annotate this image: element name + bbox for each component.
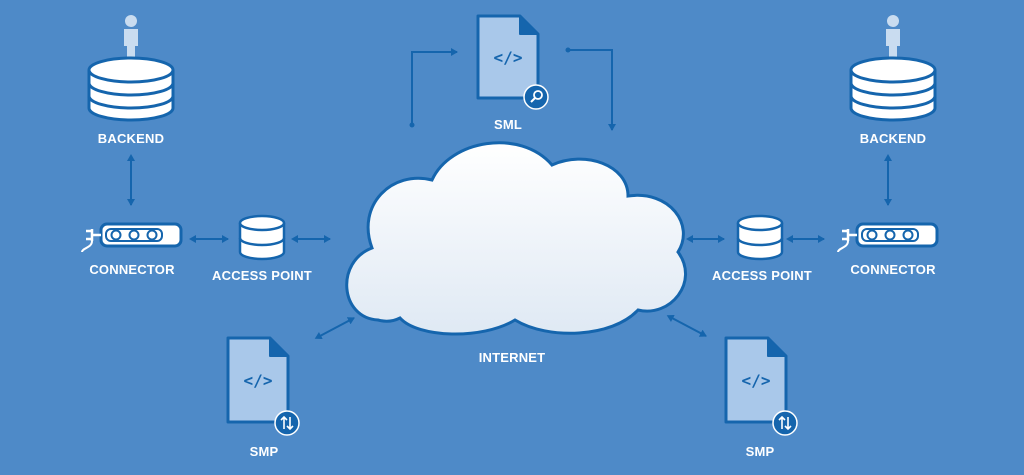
connector-right-icon [837, 222, 939, 253]
arrow-cloud-smp-right [666, 314, 707, 337]
backend-right-database-icon [849, 15, 937, 122]
backend-left-database-icon [87, 15, 175, 122]
access-point-right-database-icon [736, 214, 784, 261]
backend-left-label: BACKEND [97, 131, 165, 146]
connector-right-label: CONNECTOR [850, 262, 936, 277]
connector-left-icon [81, 222, 183, 253]
arrow-cloud-smp-left [314, 317, 355, 340]
internet-cloud-icon [345, 141, 687, 336]
svg-text:</>: </> [494, 48, 523, 67]
svg-text:</>: </> [742, 371, 771, 390]
connector-left-label: CONNECTOR [89, 262, 175, 277]
access-point-left-label: ACCESS POINT [212, 268, 312, 283]
smp-left-document-icon: </> [226, 336, 300, 436]
arrow-sml-to-cloud [568, 49, 616, 131]
svg-text:</>: </> [244, 371, 273, 390]
smp-right-label: SMP [745, 444, 775, 459]
access-point-right-label: ACCESS POINT [712, 268, 812, 283]
connection-arrows [127, 47, 892, 340]
internet-label: INTERNET [478, 350, 546, 365]
backend-right-label: BACKEND [859, 131, 927, 146]
smp-left-label: SMP [249, 444, 279, 459]
access-point-left-database-icon [238, 214, 286, 261]
smp-right-document-icon: </> [724, 336, 798, 436]
arrow-cloud-to-sml [411, 48, 458, 125]
sml-label: SML [493, 117, 523, 132]
sml-document-icon: </> [476, 14, 549, 110]
